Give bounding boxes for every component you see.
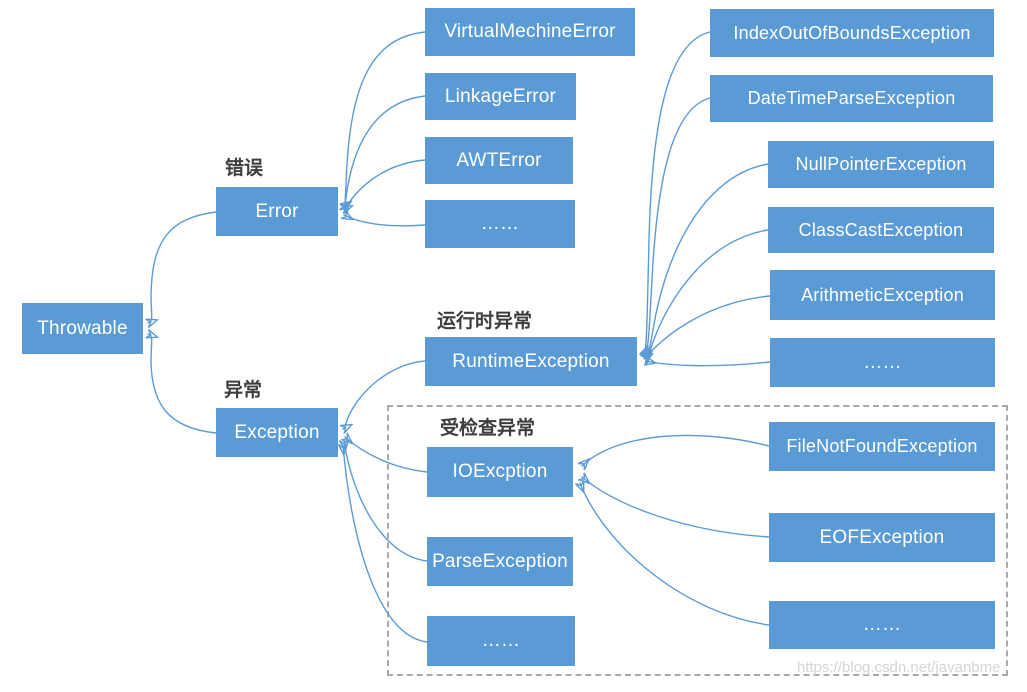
node-error-more: ……: [425, 200, 575, 248]
node-file-not-found-exception: FileNotFoundException: [769, 422, 995, 471]
node-arithmetic-exception: ArithmeticException: [770, 270, 995, 320]
node-runtime-more: ……: [770, 338, 995, 387]
edges-to-throwable: [148, 211, 217, 434]
node-parse-exception: ParseException: [427, 537, 573, 586]
node-awt-error: AWTError: [425, 137, 573, 184]
node-checked-more: ……: [427, 616, 575, 666]
edges-to-error: [343, 31, 426, 227]
label-runtime-zh: 运行时异常: [437, 311, 533, 332]
node-eof-exception: EOFException: [769, 513, 995, 562]
node-throwable: Throwable: [22, 303, 143, 354]
node-virtual-mechine-error: VirtualMechineError: [425, 8, 635, 56]
node-index-out-of-bounds-exception: IndexOutOfBoundsException: [710, 9, 994, 57]
node-date-time-parse-exception: DateTimeParseException: [710, 75, 993, 122]
node-runtime-exception: RuntimeException: [425, 337, 637, 386]
label-checked-zh: 受检查异常: [440, 418, 536, 439]
node-linkage-error: LinkageError: [425, 73, 576, 120]
node-class-cast-exception: ClassCastException: [768, 207, 994, 253]
label-exception-zh: 异常: [224, 380, 263, 401]
node-io-exception: IOExcption: [427, 447, 573, 497]
node-error: Error: [216, 187, 338, 236]
node-null-pointer-exception: NullPointerException: [768, 141, 994, 188]
label-error-zh: 错误: [225, 158, 264, 179]
node-io-more: ……: [769, 601, 995, 649]
node-exception: Exception: [216, 408, 338, 457]
watermark: https://blog.csdn.net/javanbme: [797, 659, 1001, 676]
